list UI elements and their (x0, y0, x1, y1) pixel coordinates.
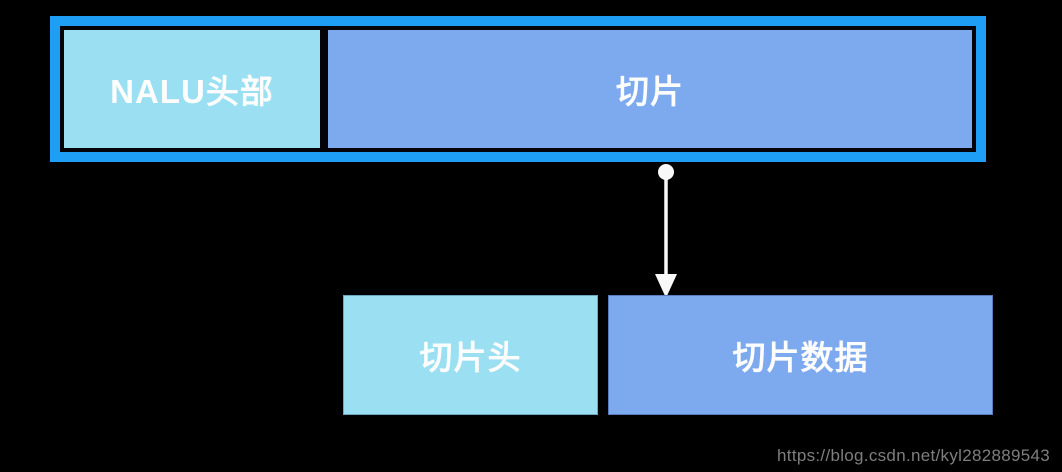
slice-header-label: 切片头 (419, 339, 522, 376)
nalu-slice-label: 切片 (616, 73, 684, 110)
down-arrow-icon (655, 164, 677, 298)
slice-data-box: 切片数据 (608, 295, 993, 415)
nalu-header-box: NALU头部 (60, 26, 324, 152)
nalu-slice-box: 切片 (324, 26, 976, 152)
watermark-url: https://blog.csdn.net/kyl282889543 (777, 446, 1050, 465)
nalu-header-label: NALU头部 (110, 73, 274, 110)
nalu-unit-frame: NALU头部 切片 (50, 16, 986, 162)
slice-data-label: 切片数据 (732, 339, 869, 376)
slice-header-box: 切片头 (343, 295, 598, 415)
